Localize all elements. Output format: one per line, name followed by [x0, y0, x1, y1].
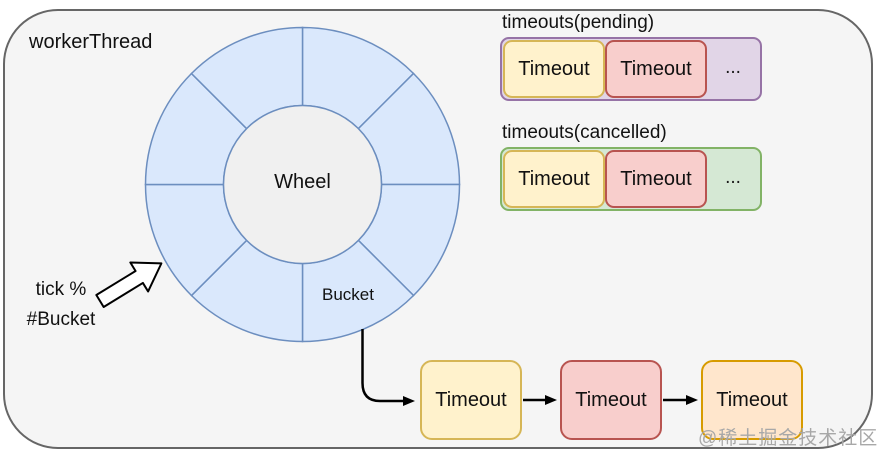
wheel-center-label: Wheel [274, 171, 331, 193]
cancelled-ellipsis: ... [725, 167, 741, 188]
timeout-label: Timeout [620, 57, 692, 80]
pending-timeouts-title: timeouts(pending) [502, 12, 655, 33]
cancelled-timeouts-title: timeouts(cancelled) [502, 122, 667, 143]
cancelled-timeout-box: Timeout [503, 150, 605, 208]
bucket-segment-label: Bucket [322, 285, 374, 304]
timer-wheel [144, 26, 461, 343]
timeout-label: Timeout [716, 388, 788, 411]
timeout-label: Timeout [518, 57, 590, 80]
timeout-label: Timeout [575, 388, 647, 411]
tick-formula-line2: #Bucket [26, 309, 96, 330]
bucket-chain-timeout-box: Timeout [560, 360, 662, 440]
pending-ellipsis: ... [725, 57, 741, 78]
wheel-hub [222, 104, 383, 265]
worker-thread-label: workerThread [29, 31, 153, 53]
bucket-connector-arrow [361, 329, 415, 406]
tick-arrow-icon [95, 261, 163, 308]
bucket-chain-timeout-box: Timeout [701, 360, 803, 440]
pending-timeout-box: Timeout [503, 40, 605, 98]
watermark-text: @稀土掘金技术社区 [698, 428, 879, 449]
tick-formula-line1: tick % [35, 279, 87, 300]
timeout-label: Timeout [435, 388, 507, 411]
pending-timeout-box: Timeout [605, 40, 707, 98]
tick-formula-label: tick % #Bucket [8, 275, 114, 335]
bucket-chain-timeout-box: Timeout [420, 360, 522, 440]
timeout-label: Timeout [620, 167, 692, 190]
timeout-label: Timeout [518, 167, 590, 190]
cancelled-timeout-box: Timeout [605, 150, 707, 208]
